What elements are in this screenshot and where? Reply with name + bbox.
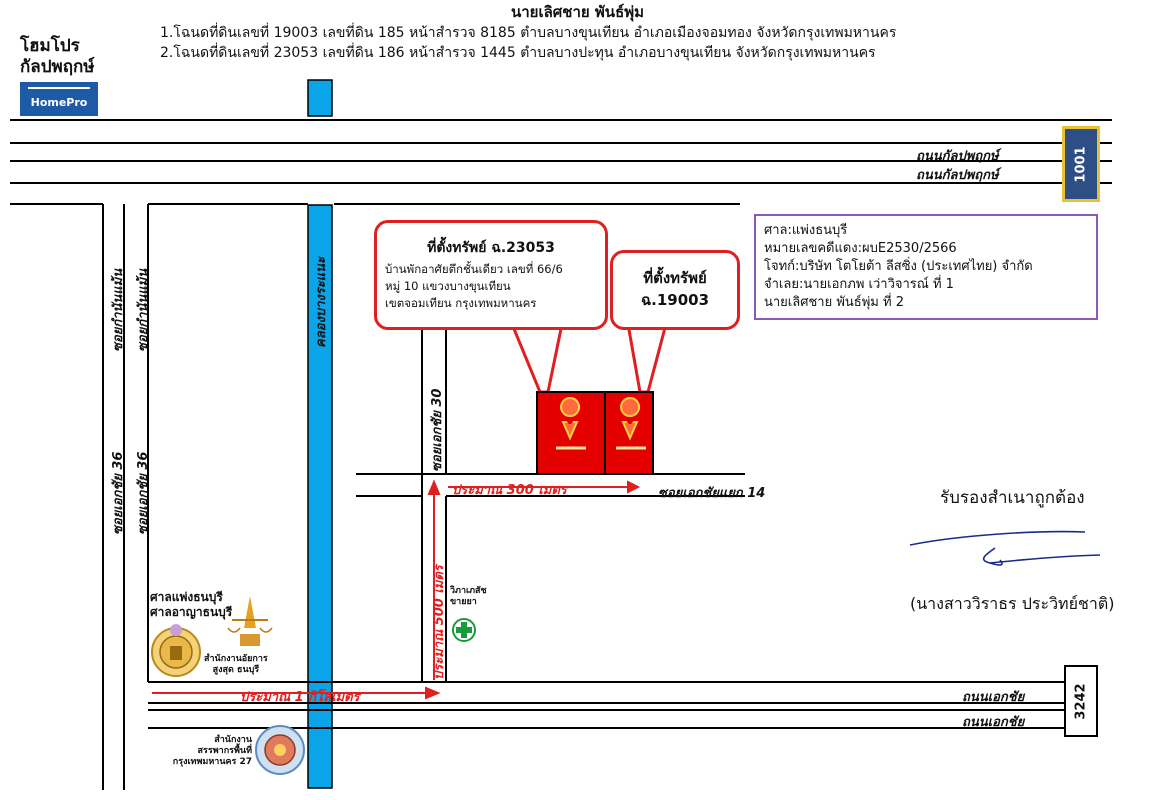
deed-line-2: 2.โฉนดที่ดินเลขที่ 23053 เลขที่ดิน 186 ห… [160,45,876,61]
callout-asset-19003: ที่ตั้งทรัพย์ ฉ.19003 [610,250,740,330]
route-3242-number: 3242 [1073,682,1089,720]
certification-signer: (นางสาววิราธร ประวิทย์ชาติ) [910,594,1115,613]
callout-23053-line1: บ้านพักอาศัยตึกชั้นเดียว เลขที่ 66/6 [385,262,563,276]
road-label-canal: คลองบางระแนะ [314,257,329,348]
callout-23053-title: ที่ตั้งทรัพย์ ฉ.23053 [427,240,555,256]
soi-ekachai-30-road [356,328,745,682]
deed-line-1: 1.โฉนดที่ดินเลขที่ 19003 เลขที่ดิน 185 ห… [160,25,897,41]
block-boundary [10,203,740,790]
prosecutor-label-line2: สูงสุด ธนบุรี [212,665,260,675]
distance-1km: ประมาณ 1 กิโลเมตร [240,690,360,705]
road-label-soi-ekachai30: ซอยเอกชัย 30 [430,388,445,472]
callout-23053-line3: เขตจอมเทียน กรุงเทพมหานคร [385,296,537,310]
court-label-line2: ศาลอาญาธนบุรี [150,605,233,619]
road-label-soi-ekachai-yaek14: ซอยเอกชัยแยก 14 [658,486,766,501]
distance-arrows [152,479,641,700]
route-1001-marker: 1001 [1062,126,1100,202]
store-name-line2: กัลปพฤกษ์ [20,57,95,77]
revenue-seal-icon [255,725,305,775]
callout-19003-title-line1: ที่ตั้งทรัพย์ [643,269,707,287]
road-label-soi-kamnan-2: ซอยกำนันแม้น [136,268,151,352]
certification-text: รับรองสำเนาถูกต้อง [940,488,1085,508]
road-label-soi-kamnan-1: ซอยกำนันแม้น [111,268,126,352]
pharmacy-label-line1: วิภาเภสัช [450,586,487,596]
route-3242-marker: 3242 [1064,665,1098,737]
road-label-soi-ekachai36-2: ซอยเอกชัย 36 [136,451,151,535]
case-info-box: ศาล:แพ่งธนบุรี หมายเลขคดีแดง:ผบE2530/256… [754,214,1098,320]
case-number: หมายเลขคดีแดง:ผบE2530/2566 [764,241,957,256]
road-label-ekachai-1: ถนนเอกชัย [962,690,1025,705]
road-label-kanlapaphruek-1: ถนนกัลปพฤกษ์ [916,149,999,164]
pharmacy-cross-icon [452,618,476,642]
road-label-soi-ekachai36-1: ซอยเอกชัย 36 [111,451,126,535]
revenue-label-line1: สำนักงาน [214,735,252,745]
callout-19003-title-line2: ฉ.19003 [640,291,710,309]
kanlapaphruek-road [10,119,1112,184]
case-court: ศาล:แพ่งธนบุรี [764,223,848,238]
distance-300m: ประมาณ 300 เมตร [452,483,567,498]
ekachai-road [148,681,1068,729]
pharmacy-label-line2: ขายยา [450,597,477,607]
callout-pointer-23053 [509,322,564,394]
prosecutor-label-line1: สำนักงานอัยการ [204,654,268,664]
homepro-logo-icon: HomePro [20,82,98,116]
prosecutor-emblem-icon [227,596,273,646]
court-seal-icon [151,624,201,677]
canal [307,204,333,789]
road-label-ekachai-2: ถนนเอกชัย [962,715,1025,730]
route-1001-number: 1001 [1073,145,1089,183]
distance-500m: ประมาณ 500 เมตร [432,565,447,680]
case-plaintiff: โจทก์:บริษัท โตโยต้า ลีสซิ่ง (ประเทศไทย)… [764,259,1033,274]
map-pin-icon [556,397,586,450]
revenue-label-line3: กรุงเทพมหานคร 27 [172,757,252,767]
callout-asset-23053: ที่ตั้งทรัพย์ ฉ.23053 บ้านพักอาศัยตึกชั้… [374,220,608,330]
callout-23053-line2: หมู่ 10 แขวงบางขุนเทียน [385,279,511,293]
canal-top [307,79,333,117]
case-defendant-1: จำเลย:นายเอกภพ เว่าวิจารณ์ ที่ 1 [764,277,954,292]
court-label-line1: ศาลแพ่งธนบุรี [150,590,223,604]
map-pin-icon [616,397,646,450]
callout-pointer-19003 [626,322,668,394]
case-defendant-2: นายเลิศชาย พันธ์พุ่ม ที่ 2 [764,295,904,310]
store-name-line1: โฮมโปร [20,36,80,56]
road-label-kanlapaphruek-2: ถนนกัลปพฤกษ์ [916,168,999,183]
logo-text: HomePro [30,96,88,109]
page-title: นายเลิศชาย พันธ์พุ่ม [511,3,644,21]
signature-icon [909,530,1101,566]
revenue-label-line2: สรรพากรพื้นที่ [197,746,252,756]
